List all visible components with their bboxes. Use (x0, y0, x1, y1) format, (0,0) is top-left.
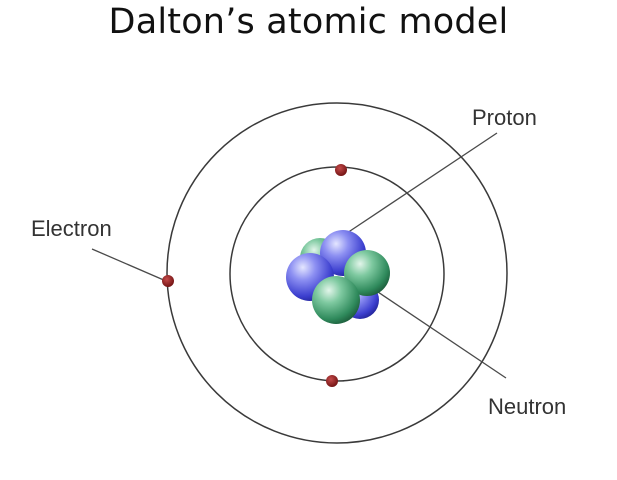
neutron-right (344, 250, 390, 296)
electron-left (162, 275, 174, 287)
neutron-bottom (312, 276, 360, 324)
proton-leader-line (346, 132, 498, 234)
electron-label: Electron (31, 216, 112, 241)
electron-bottom (326, 375, 338, 387)
proton-label: Proton (472, 105, 537, 130)
diagram-title: Dalton’s atomic model (108, 2, 509, 42)
nucleus (286, 230, 390, 324)
electron-top (335, 164, 347, 176)
electron-leader-line (91, 248, 167, 282)
neutron-label: Neutron (488, 394, 566, 419)
outer-orbit (166, 102, 508, 444)
neutron-leader-line (371, 287, 507, 379)
